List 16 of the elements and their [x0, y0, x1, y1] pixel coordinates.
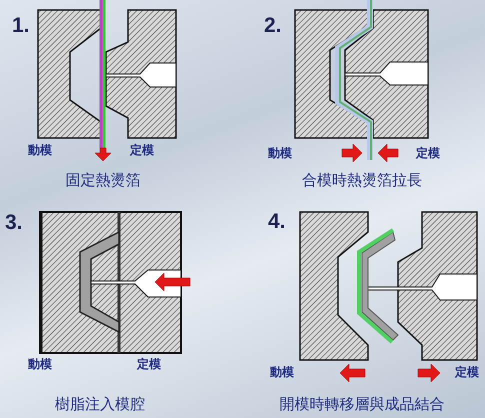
mold-label: 動模: [28, 144, 52, 158]
step-number: 4.: [268, 210, 286, 234]
step-caption: 合模時熱燙箔拉長: [302, 172, 422, 188]
step-caption: 樹脂注入模腔: [55, 396, 145, 412]
step-number: 2.: [264, 14, 282, 38]
mold-label: 定模: [130, 144, 154, 158]
mold-label: 動模: [270, 366, 294, 380]
step-caption: 開模時轉移層與成品結合: [280, 396, 444, 412]
mold-label: 動模: [268, 147, 292, 160]
mold-label: 定模: [455, 366, 479, 380]
step-number: 1.: [12, 14, 30, 38]
step-number: 3.: [5, 211, 23, 234]
mold-label: 定模: [137, 358, 161, 372]
step-caption: 固定熱燙箔: [66, 172, 140, 188]
mold-label: 動模: [28, 358, 52, 372]
mold-label: 定模: [416, 147, 440, 160]
